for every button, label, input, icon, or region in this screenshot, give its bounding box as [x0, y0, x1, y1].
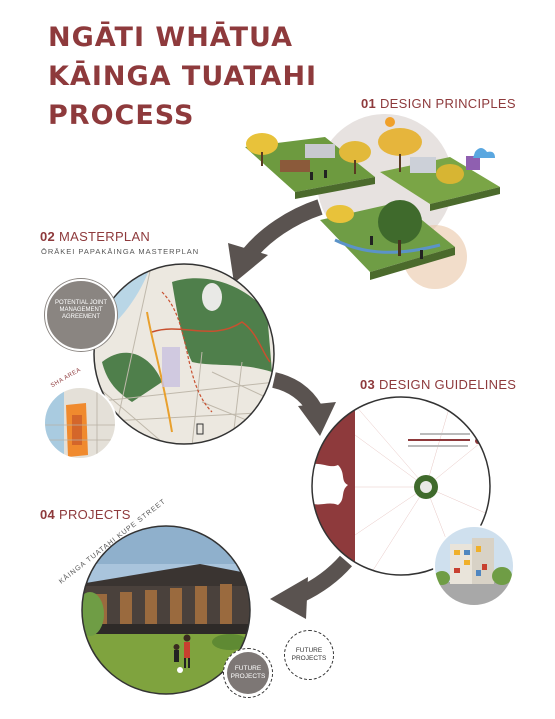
sun-icon — [385, 117, 395, 127]
building-left — [305, 144, 335, 158]
children-playing — [173, 634, 191, 668]
sha-water — [44, 387, 64, 459]
badge-line-1: POTENTIAL JOINT — [54, 300, 108, 306]
building-render — [433, 525, 515, 607]
badge-line-2: MANAGEMENT — [59, 307, 103, 313]
step-02-number: 02 — [40, 229, 56, 244]
building-right — [410, 157, 436, 173]
future-projects-line-1: FUTURE — [295, 647, 323, 654]
person-2 — [324, 170, 327, 178]
design-principles-illustration — [245, 114, 500, 289]
step-02-text: MASTERPLAN — [58, 229, 151, 244]
reserve-park — [172, 278, 272, 372]
flow-arrow-1 — [228, 199, 323, 283]
street-tree — [492, 567, 512, 585]
tree-yellow-5 — [326, 205, 354, 223]
tree-yellow-2 — [339, 141, 371, 163]
tree-yellow-3 — [378, 128, 422, 156]
future-projects-line-2: PROJECTS — [291, 655, 327, 662]
title-line-3: PROCESS — [48, 100, 195, 131]
clearing — [202, 283, 222, 311]
coastline-shape — [312, 463, 348, 505]
title-line-1: NGĀTI WHĀTUA — [48, 22, 294, 53]
step-03-number: 03 — [360, 377, 376, 392]
building-purple — [466, 156, 480, 170]
step-01-number: 01 — [361, 96, 377, 111]
title-line-2: KĀINGA TUATAHI — [48, 61, 318, 92]
garden-bed — [280, 160, 310, 172]
masterplan-subtitle: ŌRĀKEI PAPAKĀINGA MASTERPLAN — [41, 247, 200, 256]
walkway-line — [161, 291, 213, 413]
development-block — [162, 347, 180, 387]
future-projects-solid-circle: FUTURE PROJECTS — [227, 652, 269, 694]
badge-text: POTENTIAL JOINT MANAGEMENT AGREEMENT — [47, 300, 115, 321]
future-projects-2-line-1: FUTURE — [234, 665, 262, 672]
flow-arrow-3 — [270, 555, 352, 619]
boundary-line — [151, 321, 271, 363]
kupe-street-project-render — [81, 525, 251, 695]
document-text-line — [420, 433, 470, 435]
step-04-label: 04 PROJECTS — [40, 507, 131, 522]
park-west — [102, 352, 162, 402]
masterplan-map — [93, 263, 275, 445]
sha-area-map — [43, 386, 117, 460]
step-01-text: DESIGN PRINCIPLES — [379, 96, 516, 111]
future-projects-solid-circle-outer: FUTURE PROJECTS — [223, 648, 273, 698]
future-projects-dashed-circle: FUTURE PROJECTS — [284, 630, 334, 680]
tree-yellow-4 — [436, 164, 464, 184]
cloud-icon — [473, 148, 495, 158]
step-01-label: 01 DESIGN PRINCIPLES — [361, 96, 516, 111]
tree-dark — [378, 200, 422, 244]
step-03-text: DESIGN GUIDELINES — [378, 377, 517, 392]
page-title: NGĀTI WHĀTUA KĀINGA TUATAHI PROCESS — [48, 18, 317, 135]
future-projects-2-line-2: PROJECTS — [230, 673, 266, 680]
step-03-label: 03 DESIGN GUIDELINES — [360, 377, 516, 392]
step-02-label: 02 MASTERPLAN — [40, 229, 150, 244]
person-3 — [370, 236, 373, 245]
main-road — [146, 311, 173, 433]
person-1 — [310, 172, 313, 180]
step-04-text: PROJECTS — [58, 507, 131, 522]
person-4 — [420, 250, 423, 259]
joint-management-badge: POTENTIAL JOINT MANAGEMENT AGREEMENT — [45, 279, 117, 351]
stream — [334, 238, 441, 254]
badge-line-3: AGREEMENT — [61, 314, 100, 320]
tree-yellow-1 — [246, 133, 278, 155]
site-marker — [196, 423, 204, 435]
flow-arrow-2 — [271, 372, 336, 436]
step-04-number: 04 — [40, 507, 56, 522]
street — [434, 582, 514, 606]
soccer-ball — [177, 667, 183, 673]
